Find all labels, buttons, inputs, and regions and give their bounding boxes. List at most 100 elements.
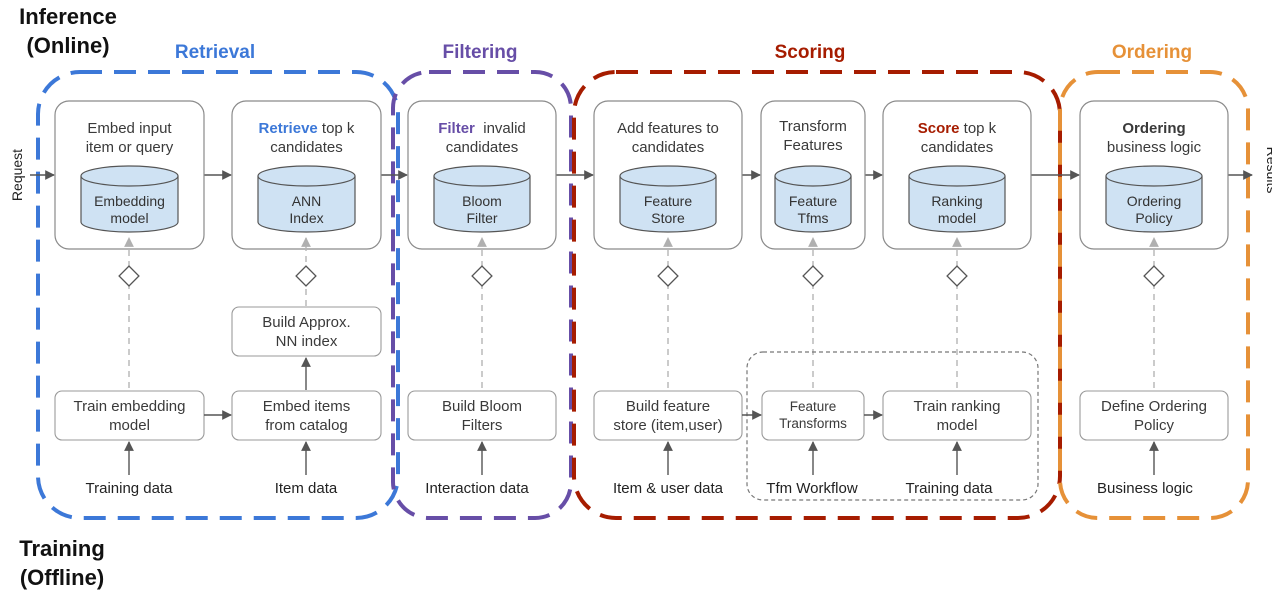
ordering-policy-label-1: Ordering (1127, 193, 1181, 209)
inference-label: Inference (19, 4, 117, 29)
ranking-model-label-1: Ranking (931, 193, 982, 209)
embedding-model-store: Embedding model (80, 165, 179, 233)
ranking-model-store: Ranking model (908, 165, 1006, 233)
deploy-diamond (1143, 265, 1165, 287)
retrieve-box: Retrieve top k candidates ANN Index (231, 100, 382, 250)
feature-tfms-store: Feature Tfms (774, 165, 852, 233)
ranking-model-label-2: model (938, 210, 976, 226)
input-business-logic: Business logic (1097, 480, 1193, 497)
train-embedding-line2: model (109, 417, 150, 434)
results-label: Results (1264, 147, 1272, 194)
score-box: Score top k candidates Ranking model (882, 100, 1032, 250)
add-features-line1: Add features to (617, 120, 719, 137)
embed-items-box: Embed items from catalog (231, 390, 382, 441)
embed-items-line1: Embed items (263, 398, 351, 415)
build-bloom-line1: Build Bloom (442, 398, 522, 415)
request-label: Request (9, 149, 25, 201)
build-feature-store-box: Build feature store (item,user) (593, 390, 743, 441)
train-ranking-box: Train ranking model (882, 390, 1032, 441)
retrieve-rest: top k (318, 120, 355, 137)
ann-index-label-2: Index (289, 210, 323, 226)
build-approx-line1: Build Approx. (262, 314, 350, 331)
add-features-line2: candidates (632, 139, 705, 156)
bloom-filter-label-2: Filter (466, 210, 497, 226)
input-interaction-data: Interaction data (425, 480, 529, 497)
feature-store-label-1: Feature (644, 193, 692, 209)
build-bloom-line2: Filters (462, 417, 503, 434)
score-line2: candidates (921, 139, 994, 156)
train-ranking-line1: Train ranking (914, 398, 1001, 415)
build-bloom-box: Build Bloom Filters (407, 390, 557, 441)
embed-input-box: Embed input item or query Embedding mode… (54, 100, 205, 250)
stage-title-ordering: Ordering (1112, 42, 1192, 63)
filter-box: Filter invalid candidates Bloom Filter (407, 100, 557, 250)
ordering-line2: business logic (1107, 139, 1202, 156)
stage-region-filtering (391, 70, 573, 520)
deploy-diamond (946, 265, 968, 287)
feature-transforms-box: Feature Transforms (761, 390, 865, 441)
embed-items-line2: from catalog (265, 417, 348, 434)
embed-input-line2: item or query (86, 139, 174, 156)
deploy-diamond (657, 265, 679, 287)
filter-line1: Filter invalid (438, 120, 526, 137)
feature-store-cylinder: Feature Store (619, 165, 717, 233)
bloom-filter-label-1: Bloom (462, 193, 502, 209)
feature-tfms-label-2: Tfms (797, 210, 828, 226)
input-item-data: Item data (275, 480, 338, 497)
define-ordering-line1: Define Ordering (1101, 398, 1207, 415)
filter-keyword: Filter (438, 120, 475, 137)
transform-line2: Features (783, 137, 842, 154)
ann-index-store: ANN Index (257, 165, 356, 233)
embedding-model-label-1: Embedding (94, 193, 165, 209)
define-ordering-box: Define Ordering Policy (1079, 390, 1229, 441)
train-embedding-box: Train embedding model (54, 390, 205, 441)
training-label: Training (19, 536, 105, 561)
build-approx-nn-box: Build Approx. NN index (231, 306, 382, 357)
feature-store-label-2: Store (651, 210, 685, 226)
input-item-user-data: Item & user data (613, 480, 724, 497)
stage-region-ordering (1058, 70, 1250, 520)
define-ordering-line2: Policy (1134, 417, 1175, 434)
stage-title-scoring: Scoring (775, 42, 846, 63)
build-feature-store-line1: Build feature (626, 398, 710, 415)
stage-title-retrieval: Retrieval (175, 42, 255, 63)
retrieve-keyword: Retrieve (259, 120, 318, 137)
score-keyword: Score (918, 120, 960, 137)
stage-title-filtering: Filtering (443, 42, 518, 63)
ordering-box: Ordering business logic Ordering Policy (1079, 100, 1229, 250)
transform-line1: Transform (779, 118, 847, 135)
input-training-data-2: Training data (906, 480, 994, 497)
embed-input-line1: Embed input (87, 120, 172, 137)
deploy-diamond (295, 265, 317, 287)
add-features-box: Add features to candidates Feature Store (593, 100, 743, 250)
deploy-diamond (802, 265, 824, 287)
deploy-diamond (118, 265, 140, 287)
ann-index-label-1: ANN (292, 193, 322, 209)
retrieve-line1: Retrieve top k (259, 120, 355, 137)
embedding-model-label-2: model (110, 210, 148, 226)
score-line1: Score top k (918, 120, 997, 137)
build-approx-line2: NN index (276, 333, 338, 350)
train-embedding-line1: Train embedding (73, 398, 185, 415)
transform-features-box: Transform Features Feature Tfms (760, 100, 866, 250)
filter-line2: candidates (446, 139, 519, 156)
filter-rest: invalid (475, 120, 526, 137)
train-ranking-line2: model (937, 417, 978, 434)
feature-transforms-line2: Transforms (779, 416, 847, 431)
training-sub-label: (Offline) (20, 565, 104, 590)
feature-tfms-label-1: Feature (789, 193, 837, 209)
ordering-policy-label-2: Policy (1135, 210, 1172, 226)
build-feature-store-line2: store (item,user) (613, 417, 722, 434)
input-training-data: Training data (86, 480, 174, 497)
feature-transforms-line1: Feature (790, 399, 837, 414)
score-rest: top k (960, 120, 997, 137)
ordering-policy-store: Ordering Policy (1105, 165, 1203, 233)
ordering-keyword: Ordering (1122, 120, 1185, 137)
tfm-workflow-group (746, 351, 1039, 501)
input-tfm-workflow: Tfm Workflow (766, 480, 858, 497)
stage-region-retrieval (36, 70, 400, 520)
retrieve-line2: candidates (270, 139, 343, 156)
bloom-filter-store: Bloom Filter (433, 165, 531, 233)
deploy-diamond (471, 265, 493, 287)
inference-sub-label: (Online) (26, 33, 109, 58)
